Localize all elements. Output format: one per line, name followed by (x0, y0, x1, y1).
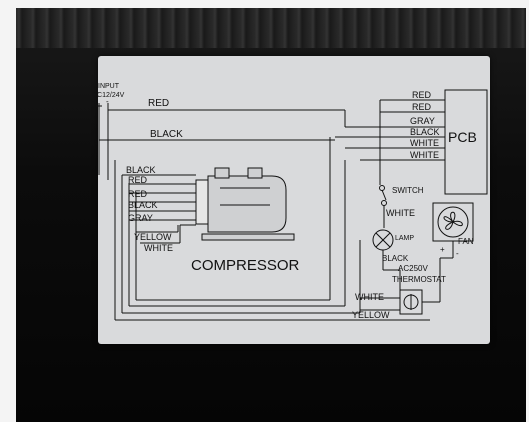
compressor-wire-5: GRAY (128, 213, 153, 223)
lamp-label: LAMP (395, 235, 414, 242)
fan-plus: + (440, 245, 445, 254)
compressor-wire-2: RED (128, 175, 148, 185)
pcb-wire-6: WHITE (410, 150, 439, 160)
compressor-wire-1: BLACK (126, 165, 156, 175)
compressor-icon (195, 167, 295, 241)
wire-label-black: BLACK (150, 129, 183, 140)
compressor-wire-7: WHITE (144, 243, 173, 253)
pcb-label: PCB (448, 129, 477, 145)
input-plus: + (92, 97, 97, 106)
input-voltage-label: DC12/24V (92, 92, 125, 99)
compressor-wire-6: YELLOW (134, 232, 172, 242)
thermostat-wire-yellow: YELLOW (352, 310, 390, 320)
pcb-wire-2: RED (412, 102, 432, 112)
compressor-label: COMPRESSOR (191, 257, 300, 274)
pcb-wire-1: RED (412, 90, 432, 100)
thermostat-label: THERMOSTAT (392, 275, 446, 284)
switch-wire-label: WHITE (386, 208, 415, 218)
wiring-label (98, 56, 490, 344)
thermostat-wire-white: WHITE (355, 292, 384, 302)
wire-label-red: RED (148, 98, 169, 109)
thermostat-voltage-label: AC250V (398, 264, 428, 273)
panel-ridges (16, 8, 526, 48)
switch-label: SWITCH (392, 186, 424, 195)
lamp-wire-label: BLACK (382, 254, 409, 263)
pcb-wire-4: BLACK (410, 127, 440, 137)
fan-minus: - (456, 249, 459, 258)
compressor-wire-4: BLACK (128, 200, 158, 210)
pcb-wire-3: GRAY (410, 116, 435, 126)
pcb-wire-5: WHITE (410, 138, 439, 148)
input-minus: - (106, 97, 109, 106)
input-label: INPUT (98, 83, 120, 90)
compressor-wire-3: RED (128, 189, 148, 199)
fan-label: FAN (458, 237, 474, 246)
